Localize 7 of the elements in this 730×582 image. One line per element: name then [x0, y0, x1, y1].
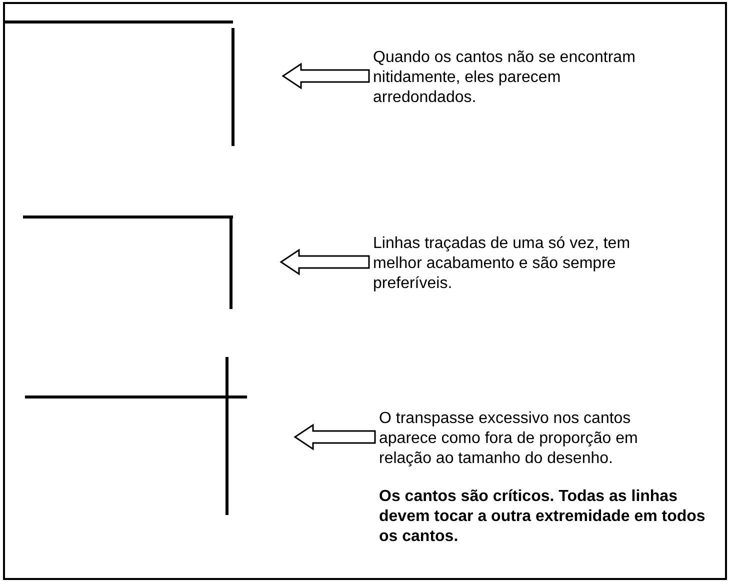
hollow-arrow: [282, 62, 370, 90]
hollow-arrow: [280, 248, 370, 276]
hollow-arrow: [294, 424, 376, 450]
note-text: Os cantos são críticos. Todas as linhas devem tocar a outra extremidade em todos os cantos.: [379, 487, 706, 547]
explanation-text: O transpasse excessivo nos cantos aparece como fora de proporção em relação ao tamanho do desenho.: [379, 409, 679, 469]
explanation-text: Quando os cantos não se encontram nitidamente, eles parecem arredondados.: [373, 48, 658, 108]
explanation-text: Linhas traçadas de uma só vez, tem melhor acabamento e são sempre preferíveis.: [373, 234, 673, 294]
